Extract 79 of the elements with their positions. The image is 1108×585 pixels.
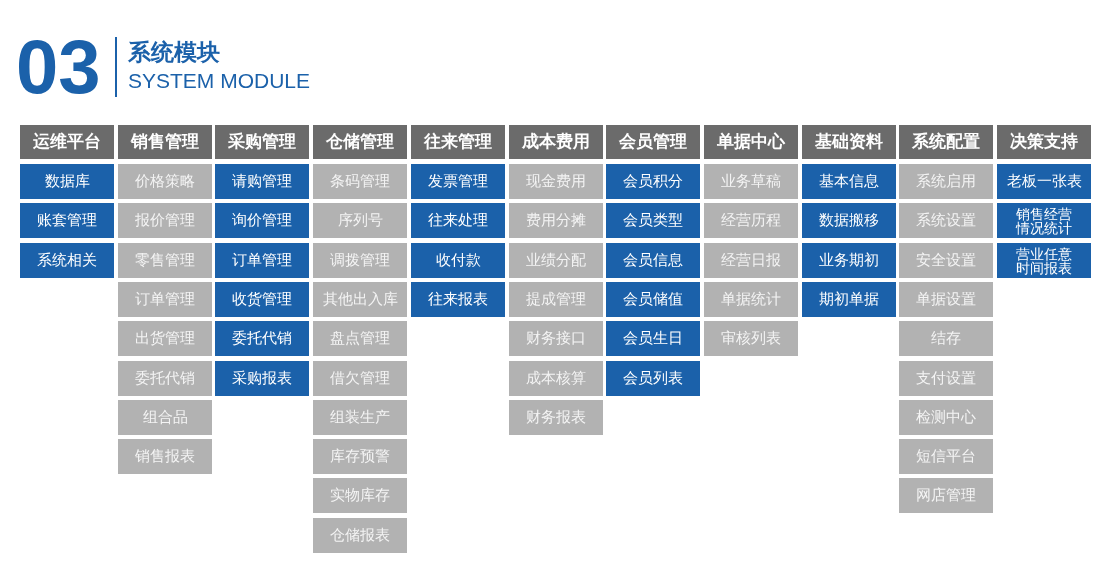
- module-tile: 提成管理: [509, 282, 603, 317]
- module-tile: 库存预警: [313, 439, 407, 474]
- section-number: 03: [16, 29, 101, 105]
- module-tile: 期初单据: [802, 282, 896, 317]
- module-tile: 会员生日: [606, 321, 700, 356]
- module-tile: 数据库: [20, 164, 114, 199]
- module-tile: 数据搬移: [802, 203, 896, 238]
- module-tile: 网店管理: [899, 478, 993, 513]
- module-tile: 费用分摊: [509, 203, 603, 238]
- module-tile: 账套管理: [20, 203, 114, 238]
- category-header: 基础资料: [802, 125, 896, 159]
- module-tile: 短信平台: [899, 439, 993, 474]
- module-tile: 订单管理: [118, 282, 212, 317]
- module-tile: 询价管理: [215, 203, 309, 238]
- module-tile: 往来处理: [411, 203, 505, 238]
- category-header: 销售管理: [118, 125, 212, 159]
- module-tile: 请购管理: [215, 164, 309, 199]
- category-header: 决策支持: [997, 125, 1091, 159]
- module-tile: 基本信息: [802, 164, 896, 199]
- category-header: 会员管理: [606, 125, 700, 159]
- module-tile: 序列号: [313, 203, 407, 238]
- module-tile: 仓储报表: [313, 518, 407, 553]
- category-header: 系统配置: [899, 125, 993, 159]
- module-tile: 其他出入库: [313, 282, 407, 317]
- module-tile: 会员列表: [606, 361, 700, 396]
- module-tile: 会员类型: [606, 203, 700, 238]
- module-tile: 发票管理: [411, 164, 505, 199]
- module-tile: 财务报表: [509, 400, 603, 435]
- module-tile: 经营日报: [704, 243, 798, 278]
- module-tile: 业务草稿: [704, 164, 798, 199]
- module-tile: 成本核算: [509, 361, 603, 396]
- module-tile: 组合品: [118, 400, 212, 435]
- module-tile: 销售报表: [118, 439, 212, 474]
- module-tile: 组装生产: [313, 400, 407, 435]
- module-tile: 营业任意时间报表: [997, 243, 1091, 278]
- module-tile: 现金费用: [509, 164, 603, 199]
- category-header: 仓储管理: [313, 125, 407, 159]
- module-tile: 采购报表: [215, 361, 309, 396]
- module-tile: 条码管理: [313, 164, 407, 199]
- category-header: 成本费用: [509, 125, 603, 159]
- category-header: 往来管理: [411, 125, 505, 159]
- module-tile: 检测中心: [899, 400, 993, 435]
- module-tile: 会员信息: [606, 243, 700, 278]
- module-tile: 价格策略: [118, 164, 212, 199]
- module-tile: 收货管理: [215, 282, 309, 317]
- module-tile: 盘点管理: [313, 321, 407, 356]
- module-tile: 支付设置: [899, 361, 993, 396]
- module-tile: 订单管理: [215, 243, 309, 278]
- module-tile: 安全设置: [899, 243, 993, 278]
- module-tile: 单据设置: [899, 282, 993, 317]
- module-tile: 委托代销: [118, 361, 212, 396]
- module-tile: 经营历程: [704, 203, 798, 238]
- module-tile: 往来报表: [411, 282, 505, 317]
- category-header: 采购管理: [215, 125, 309, 159]
- module-tile: 系统设置: [899, 203, 993, 238]
- module-tile: 出货管理: [118, 321, 212, 356]
- module-tile: 业务期初: [802, 243, 896, 278]
- module-tile: 会员储值: [606, 282, 700, 317]
- module-tile: 委托代销: [215, 321, 309, 356]
- module-tile: 系统相关: [20, 243, 114, 278]
- module-tile: 销售经营情况统计: [997, 203, 1091, 238]
- module-tile: 业绩分配: [509, 243, 603, 278]
- module-tile: 审核列表: [704, 321, 798, 356]
- module-tile: 会员积分: [606, 164, 700, 199]
- module-tile: 系统启用: [899, 164, 993, 199]
- module-tile: 零售管理: [118, 243, 212, 278]
- module-tile: 老板一张表: [997, 164, 1091, 199]
- module-tile: 借欠管理: [313, 361, 407, 396]
- category-header: 单据中心: [704, 125, 798, 159]
- module-tile: 单据统计: [704, 282, 798, 317]
- module-tile: 实物库存: [313, 478, 407, 513]
- module-tile: 收付款: [411, 243, 505, 278]
- module-tile: 财务接口: [509, 321, 603, 356]
- module-tile: 调拨管理: [313, 243, 407, 278]
- module-tile: 报价管理: [118, 203, 212, 238]
- module-tile: 结存: [899, 321, 993, 356]
- section-title: 系统模块: [128, 39, 220, 66]
- category-header: 运维平台: [20, 125, 114, 159]
- section-subtitle: SYSTEM MODULE: [128, 69, 311, 93]
